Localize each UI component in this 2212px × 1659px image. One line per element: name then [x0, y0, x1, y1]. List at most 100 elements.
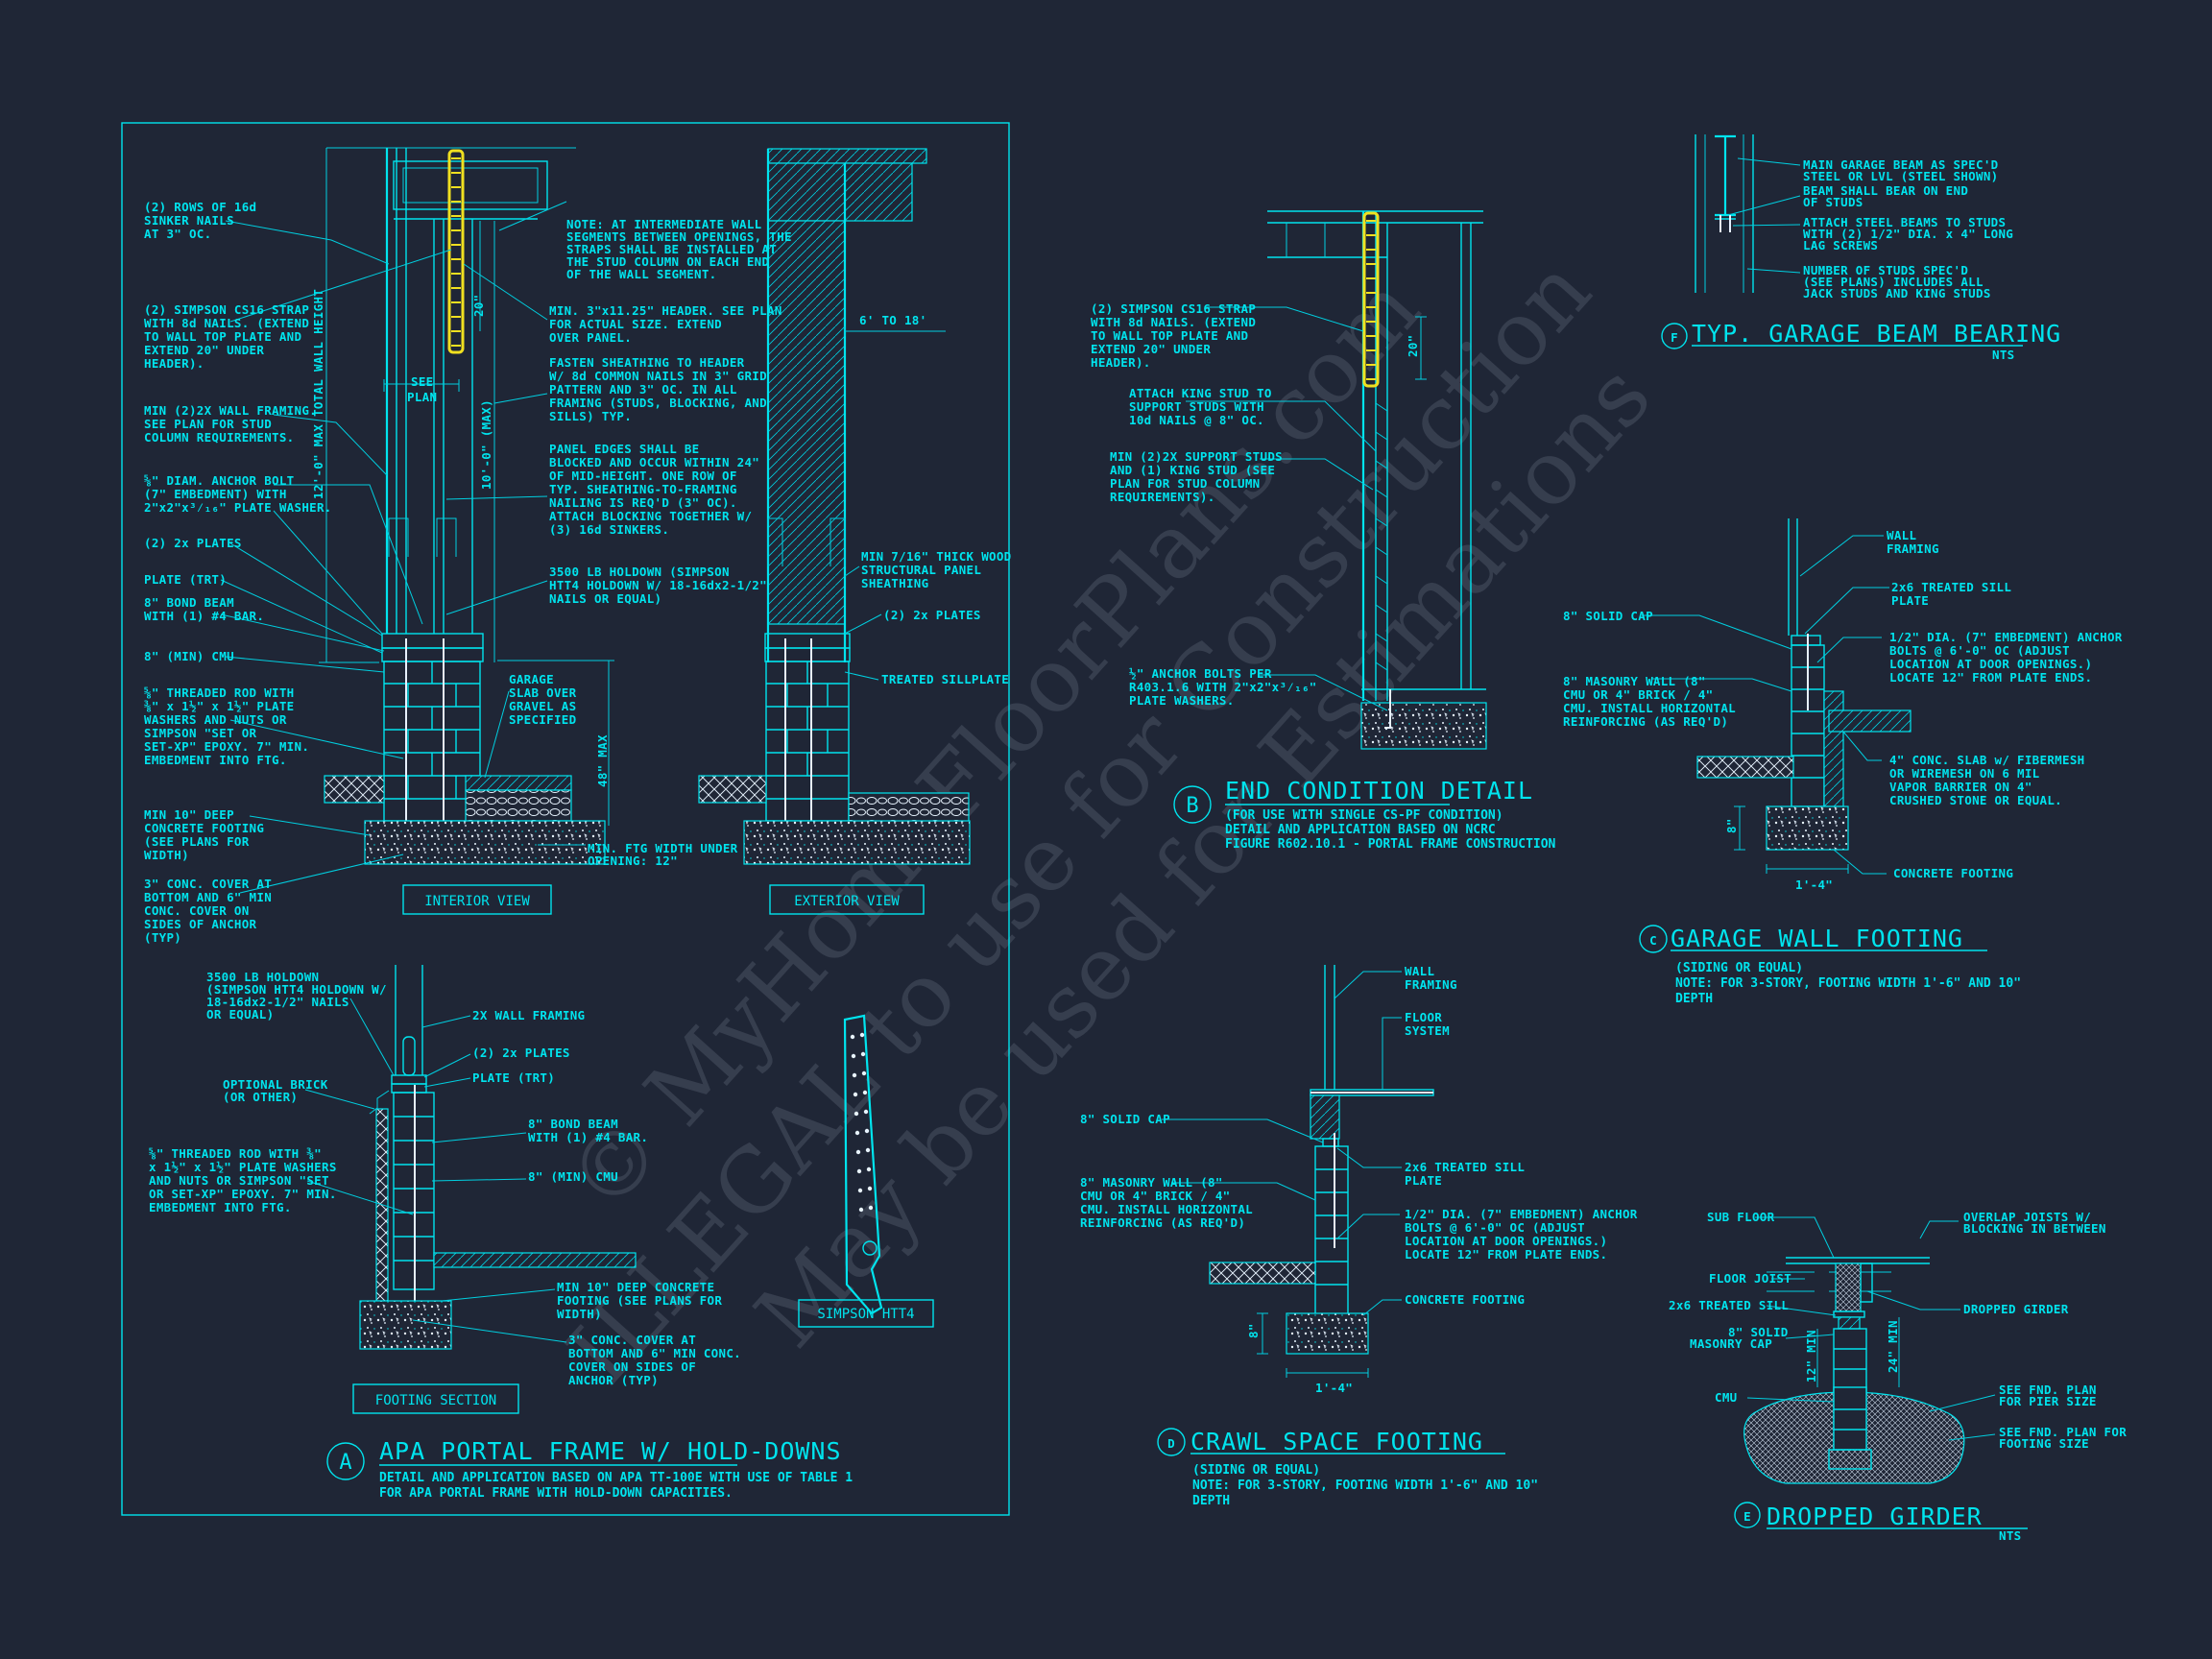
- svg-text:NUMBER OF STUDS SPEC'D(SEE PLA: NUMBER OF STUDS SPEC'D(SEE PLANS) INCLUD…: [1803, 263, 1991, 301]
- detail-c-dim-w: 1'-4": [1795, 878, 1833, 892]
- svg-text:TREATED SILLPLATE: TREATED SILLPLATE: [881, 672, 1009, 686]
- svg-text:OPTIONAL BRICK(OR OTHER): OPTIONAL BRICK(OR OTHER): [223, 1077, 328, 1104]
- svg-text:OVERLAP JOISTS W/BLOCKING IN B: OVERLAP JOISTS W/BLOCKING IN BETWEEN: [1963, 1210, 2106, 1236]
- interior-view-label: INTERIOR VIEW: [424, 894, 530, 909]
- detail-c-sub-2: NOTE: FOR 3-STORY, FOOTING WIDTH 1'-6" A…: [1675, 976, 2021, 991]
- footing-section-label: FOOTING SECTION: [375, 1393, 496, 1408]
- interior-view-drawing: 12'-0" MAX TOTAL WALL HEIGHT 20" 10'-0" …: [311, 147, 614, 865]
- simpson-htt4-tag: [798, 1299, 934, 1328]
- detail-f-letter: F: [1671, 330, 1678, 345]
- detail-d-dim-w: 1'-4": [1315, 1381, 1353, 1395]
- svg-text:(2) 2x PLATES: (2) 2x PLATES: [883, 608, 981, 622]
- detail-b-sub-3: FIGURE R602.10.1 - PORTAL FRAME CONSTRUC…: [1225, 837, 1556, 852]
- svg-text:(2) 2x PLATES: (2) 2x PLATES: [472, 1046, 570, 1060]
- detail-a-title: APA PORTAL FRAME W/ HOLD-DOWNS: [379, 1437, 842, 1465]
- detail-d-marker: [1157, 1428, 1186, 1456]
- detail-a-leaders: [220, 201, 882, 1343]
- detail-c-sub-1: (SIDING OR EQUAL): [1675, 961, 1803, 975]
- dim-48-max: 48" MAX: [595, 734, 610, 787]
- detail-a-letter: A: [339, 1451, 351, 1475]
- detail-d-title: CRAWL SPACE FOOTING: [1190, 1428, 1483, 1455]
- interior-footing: [364, 820, 606, 865]
- exterior-view-drawing: 6' TO 18': [698, 148, 971, 865]
- detail-d-sub-3: DEPTH: [1192, 1494, 1230, 1508]
- dim-20-a: 20": [471, 295, 486, 317]
- detail-a-sub-1: DETAIL AND APPLICATION BASED ON APA TT-1…: [379, 1471, 853, 1485]
- detail-e-marker: [1734, 1502, 1761, 1528]
- detail-c-letter: C: [1649, 933, 1657, 948]
- crawl-footing: [1286, 1312, 1369, 1355]
- svg-text:8" (MIN) CMU: 8" (MIN) CMU: [144, 649, 234, 663]
- svg-text:8" SOLID CAP: 8" SOLID CAP: [1080, 1112, 1170, 1126]
- footing-section-drawing: [359, 965, 637, 1350]
- end-condition-slab: [1360, 702, 1487, 750]
- svg-text:8" MASONRY WALL (8"CMU OR 4" B: 8" MASONRY WALL (8"CMU OR 4" BRICK / 4"C…: [1563, 674, 1736, 729]
- dim-10-max: 10'-0" (MAX): [479, 399, 493, 490]
- dim-see-plan-1: SEE: [411, 374, 433, 389]
- detail-e-dim-12: 12" MIN: [1804, 1330, 1818, 1382]
- end-condition-strap: [1362, 211, 1380, 388]
- svg-text:⅝" THREADED ROD WITH ⅜"x 1½" x: ⅝" THREADED ROD WITH ⅜"x 1½" x 1½" PLATE…: [149, 1146, 337, 1214]
- footing-section-footing: [359, 1300, 452, 1350]
- svg-text:⅝" DIAM. ANCHOR BOLT(7" EMBEDM: ⅝" DIAM. ANCHOR BOLT(7" EMBEDMENT) WITH2…: [144, 473, 332, 515]
- svg-text:PLATE (TRT): PLATE (TRT): [144, 572, 227, 587]
- detail-b-sub-1: (FOR USE WITH SINGLE CS-PF CONDITION): [1225, 808, 1503, 823]
- detail-f-nts: NTS: [1992, 348, 2014, 362]
- detail-a-sub-2: FOR APA PORTAL FRAME WITH HOLD-DOWN CAPA…: [379, 1486, 733, 1501]
- svg-text:(2) 2x PLATES: (2) 2x PLATES: [144, 536, 242, 550]
- detail-a: 12'-0" MAX TOTAL WALL HEIGHT 20" 10'-0" …: [121, 122, 1011, 1516]
- detail-e-letter: E: [1743, 1509, 1751, 1524]
- detail-f-marker: [1661, 323, 1688, 349]
- svg-text:8" (MIN) CMU: 8" (MIN) CMU: [528, 1169, 618, 1184]
- detail-e-nts: NTS: [1999, 1528, 2021, 1543]
- detail-b-letter: B: [1186, 794, 1198, 818]
- exterior-view-tag: [769, 884, 925, 915]
- detail-f-title: TYP. GARAGE BEAM BEARING: [1692, 320, 2061, 348]
- detail-a-border: [121, 122, 1010, 1516]
- svg-text:2x6 TREATED SILLPLATE: 2x6 TREATED SILLPLATE: [1891, 580, 2011, 608]
- detail-d-sub-2: NOTE: FOR 3-STORY, FOOTING WIDTH 1'-6" A…: [1192, 1479, 1538, 1493]
- svg-text:2x6 TREATED SILL: 2x6 TREATED SILL: [1669, 1298, 1789, 1312]
- detail-b-marker: [1173, 785, 1212, 824]
- simpson-htt4-label: SIMPSON HTT4: [817, 1307, 914, 1322]
- svg-text:8" SOLID CAP: 8" SOLID CAP: [1563, 609, 1653, 623]
- detail-c-marker: [1639, 925, 1668, 953]
- dim-see-plan-2: PLAN: [407, 390, 437, 404]
- svg-text:3500 LB HOLDOWN(SIMPSON HTT4 H: 3500 LB HOLDOWN(SIMPSON HTT4 HOLDOWN W/1…: [206, 970, 387, 1022]
- footing-section-notes: 3500 LB HOLDOWN(SIMPSON HTT4 HOLDOWN W/1…: [149, 970, 741, 1387]
- detail-e: 12" MIN 24" MIN SUB FLOOR OVERLAP JOISTS…: [1669, 1210, 2127, 1543]
- detail-c-title: GARAGE WALL FOOTING: [1671, 925, 1963, 952]
- detail-e-title: DROPPED GIRDER: [1767, 1503, 1983, 1530]
- simpson-htt4-drawing: [843, 1014, 883, 1315]
- detail-c-dim-h: 8": [1724, 818, 1739, 833]
- svg-text:2X WALL FRAMING: 2X WALL FRAMING: [472, 1008, 585, 1022]
- detail-d-sub-1: (SIDING OR EQUAL): [1192, 1463, 1320, 1478]
